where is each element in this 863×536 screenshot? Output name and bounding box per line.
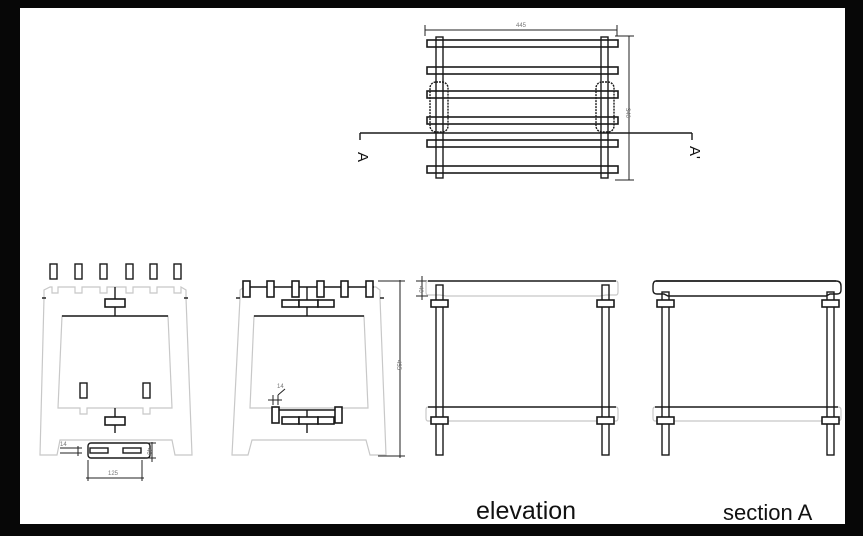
plan-view: 445 340 A A' [354, 23, 703, 181]
dim-height: 435 [395, 360, 401, 371]
dim-joint-length: 125 [108, 471, 119, 477]
dim-width-label: 445 [516, 23, 527, 29]
section-marker-right: A' [686, 146, 703, 159]
dim-top-thickness: 40 [417, 286, 423, 293]
dim-slot-width: 14 [60, 442, 67, 448]
section-a-view [652, 280, 842, 456]
dim-slot: 14 [277, 384, 284, 390]
section-a-label: section A [723, 500, 813, 525]
dim-depth-label: 340 [624, 108, 630, 119]
elevation-label: elevation [476, 497, 577, 525]
elevation-view: 40 [416, 276, 619, 456]
dim-slot-height: 40 [145, 448, 151, 455]
front-view-assembled: 14 435 [231, 280, 405, 458]
front-view-exploded: 14 40 125 [39, 263, 193, 481]
section-marker-left: A [354, 152, 371, 162]
